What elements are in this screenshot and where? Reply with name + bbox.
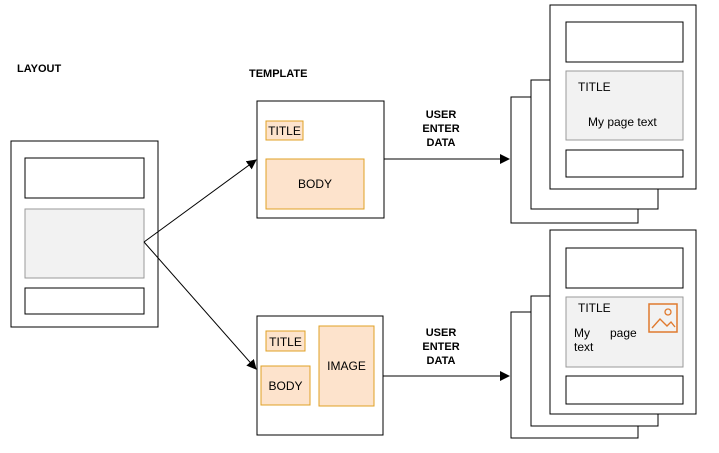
template-bottom: TITLE BODY IMAGE — [256, 315, 384, 436]
user-enter-data-label-bottom: USER ENTER DATA — [422, 327, 459, 367]
arrow-layout-to-template-bottom — [143, 241, 257, 370]
template-bottom-body: BODY — [268, 379, 302, 393]
page-stack-top: TITLE My page text — [510, 4, 697, 224]
image-icon — [648, 303, 678, 333]
layout-footer-slot — [24, 287, 145, 315]
template-bottom-body-box — [260, 365, 311, 406]
template-bottom-title-box — [265, 330, 306, 352]
page-bottom-footer — [565, 375, 684, 405]
template-top-title-box — [265, 120, 304, 141]
page-top-footer — [565, 149, 684, 178]
page-top-text: My page text — [588, 115, 657, 129]
page-bottom-text-text: text — [574, 340, 594, 354]
arrow-layout-to-template-top — [143, 159, 257, 243]
svg-text:DATA: DATA — [427, 137, 456, 149]
page-top-content — [565, 70, 684, 141]
layout-content-slot — [24, 208, 145, 279]
svg-text:USER: USER — [426, 109, 457, 121]
layout-label: LAYOUT — [17, 63, 61, 75]
template-top-title: TITLE — [268, 124, 301, 138]
page-stack-bottom: TITLE My page text — [510, 229, 697, 439]
page-bottom-text-page: page — [610, 326, 637, 340]
svg-text:DATA: DATA — [427, 355, 456, 367]
user-enter-data-label-top: USER ENTER DATA — [422, 109, 459, 149]
page-bottom-header — [565, 247, 684, 289]
template-bottom-title: TITLE — [269, 335, 302, 349]
template-top-body: BODY — [298, 177, 332, 191]
page-bottom-title: TITLE — [578, 301, 611, 315]
page-bottom-text-my: My — [574, 326, 590, 340]
template-bottom-image: IMAGE — [327, 359, 366, 373]
page-top-title: TITLE — [578, 80, 611, 94]
page-top-header — [565, 21, 684, 63]
template-bottom-image-box — [318, 325, 375, 407]
template-label: TEMPLATE — [249, 68, 307, 80]
svg-text:USER: USER — [426, 327, 457, 339]
template-top: TITLE BODY — [256, 100, 385, 219]
svg-text:ENTER: ENTER — [422, 341, 459, 353]
layout-block — [10, 140, 159, 328]
template-top-body-box — [265, 158, 365, 210]
layout-header-slot — [24, 157, 145, 199]
svg-text:ENTER: ENTER — [422, 123, 459, 135]
